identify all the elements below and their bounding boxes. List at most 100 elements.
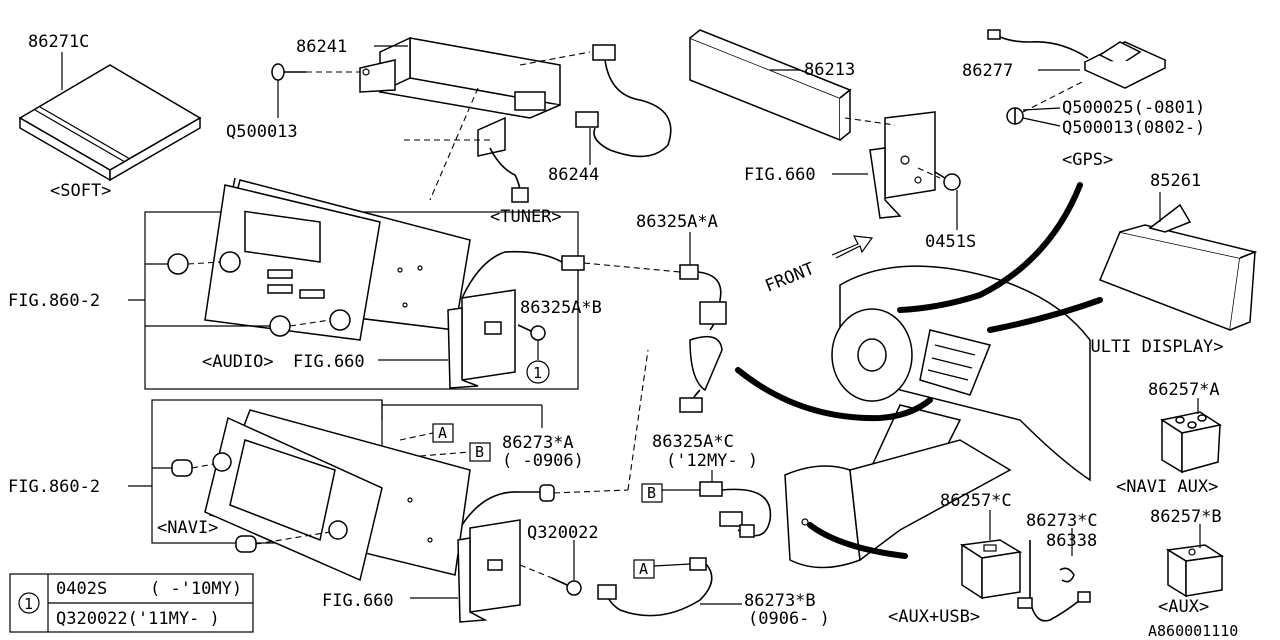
part-label-86277[interactable]: 86277	[962, 61, 1013, 81]
part-date-86273b: (0906- )	[748, 609, 830, 629]
part-label-q320022[interactable]: Q320022	[527, 523, 599, 543]
callout-circle-1: 1	[526, 360, 550, 384]
navi-head-unit[interactable]	[204, 409, 471, 582]
usb-cable-86273c[interactable]	[1017, 540, 1091, 622]
screw-q500013-left[interactable]	[271, 63, 306, 81]
part-label-86257a[interactable]: 86257*A	[1148, 380, 1220, 400]
svg-text:A: A	[438, 424, 447, 442]
dash-knob-left	[187, 261, 221, 265]
legend-row1-part: 0402S	[56, 579, 107, 599]
dash-tuner-harness	[519, 51, 591, 66]
arrow-display-link	[987, 297, 1103, 333]
marker-a-bottom: A	[633, 559, 655, 579]
part-label-fig660-top[interactable]: FIG.660	[744, 165, 816, 185]
dash-navi-knob-left	[191, 463, 215, 469]
part-label-fig660-navi[interactable]: FIG.660	[322, 591, 394, 611]
part-date-86273a: ( -0906)	[502, 451, 584, 471]
diagram-id: A860001110	[1148, 622, 1238, 640]
part-label-fig860-2-top[interactable]: FIG.860-2	[8, 291, 100, 311]
tuner-unit[interactable]	[359, 36, 561, 157]
group-label-multi-display: <MULTI DISPLAY>	[1070, 337, 1224, 357]
aux-unit[interactable]	[1165, 544, 1225, 598]
part-label-86257c[interactable]: 86257*C	[940, 491, 1012, 511]
soft-media-part[interactable]	[18, 64, 202, 182]
marker-a-top: A	[432, 423, 454, 443]
navi-bracket[interactable]	[457, 519, 521, 623]
navi-knob-left[interactable]	[171, 459, 193, 477]
audio-knob-left[interactable]	[167, 253, 189, 275]
clip-86338[interactable]	[1059, 567, 1075, 583]
tuner-harness[interactable]	[489, 44, 672, 203]
part-label-86273c[interactable]: 86273*C	[1026, 511, 1098, 531]
part-label-86244[interactable]: 86244	[548, 165, 599, 185]
harness-86325a-a[interactable]	[461, 250, 727, 413]
part-label-0451s[interactable]: 0451S	[925, 232, 976, 252]
legend-number: 1	[24, 595, 33, 613]
dash-marker-b	[419, 451, 471, 457]
dash-navi-harness-up	[627, 349, 649, 491]
audio-knob-right[interactable]	[269, 315, 291, 337]
group-label-tuner: <TUNER>	[490, 207, 562, 227]
group-label-soft: <SOFT>	[50, 181, 111, 201]
audio-bracket[interactable]	[447, 289, 516, 389]
harness-86325a-c[interactable]	[699, 481, 772, 538]
dash-navi-screw	[519, 564, 553, 579]
part-label-fig860-2-bottom[interactable]: FIG.860-2	[8, 477, 100, 497]
dash-gps-screw	[1022, 81, 1083, 113]
group-label-navi: <NAVI>	[157, 518, 218, 538]
aux-usb-unit[interactable]	[959, 539, 1023, 600]
gps-antenna[interactable]	[987, 29, 1167, 89]
dash-navi-knob-bottom	[255, 531, 331, 545]
legend-row1-range: ( -'10MY)	[150, 579, 242, 599]
dash-navi-harness-right	[553, 489, 629, 494]
navi-aux-unit[interactable]	[1160, 411, 1222, 474]
bracket-fig660-top[interactable]	[869, 111, 936, 219]
part-label-q500013[interactable]: Q500013	[226, 122, 298, 142]
part-date-86325a-c: ('12MY- )	[666, 451, 758, 471]
part-label-fig660-audio[interactable]: FIG.660	[293, 352, 365, 372]
dash-knob-right	[289, 319, 331, 327]
navi-knob-bottom[interactable]	[235, 535, 257, 553]
group-label-audio: <AUDIO>	[202, 352, 274, 372]
part-label-86273b[interactable]: 86273*B	[744, 591, 816, 611]
bracket-86213[interactable]	[689, 29, 852, 142]
part-label-q500013-gps[interactable]: Q500013(0802-)	[1062, 118, 1205, 138]
part-label-86338[interactable]: 86338	[1046, 531, 1097, 551]
part-label-86257b[interactable]: 86257*B	[1150, 507, 1222, 527]
legend-row2-part: Q320022('11MY- )	[56, 609, 220, 629]
audio-screw[interactable]	[517, 324, 546, 341]
part-label-85261[interactable]: 85261	[1150, 171, 1201, 191]
marker-b-top: B	[469, 442, 491, 462]
dash-harness-a	[583, 262, 681, 273]
part-label-86325a-a[interactable]: 86325A*A	[636, 212, 718, 232]
part-label-86241[interactable]: 86241	[296, 37, 347, 57]
screw-gps[interactable]	[1006, 107, 1024, 125]
dash-bracket-screw	[917, 167, 941, 179]
navi-harness[interactable]	[461, 484, 555, 526]
part-label-86325a-b[interactable]: 86325A*B	[520, 298, 602, 318]
audio-head-unit[interactable]	[204, 177, 471, 341]
svg-text:A: A	[639, 560, 648, 578]
svg-text:B: B	[475, 443, 484, 461]
legend-table: 1 0402S ( -'10MY) Q320022('11MY- )	[9, 573, 254, 633]
screw-0451s[interactable]	[934, 171, 961, 191]
dash-tuner-audio	[429, 87, 479, 201]
multi-display-unit[interactable]	[1099, 203, 1258, 332]
arrow-gps-link	[897, 182, 1083, 313]
arrow-navi-aux-link	[735, 367, 933, 422]
leader-marker-a	[653, 563, 691, 567]
arrow-aux-usb-link	[807, 522, 908, 559]
group-label-navi-aux: <NAVI AUX>	[1116, 477, 1218, 497]
dash-marker-a	[399, 432, 434, 441]
navi-screw-q320022[interactable]	[551, 577, 582, 596]
harness-86273b[interactable]	[597, 557, 713, 617]
leader-q500025	[1022, 107, 1061, 111]
part-label-86325a-c[interactable]: 86325A*C	[652, 432, 734, 452]
part-label-q500025[interactable]: Q500025(-0801)	[1062, 98, 1205, 118]
svg-text:B: B	[647, 484, 656, 502]
part-label-86271C[interactable]: 86271C	[28, 32, 89, 52]
part-label-86273a[interactable]: 86273*A	[502, 433, 574, 453]
part-label-86213[interactable]: 86213	[804, 60, 855, 80]
group-label-gps: <GPS>	[1062, 150, 1113, 170]
